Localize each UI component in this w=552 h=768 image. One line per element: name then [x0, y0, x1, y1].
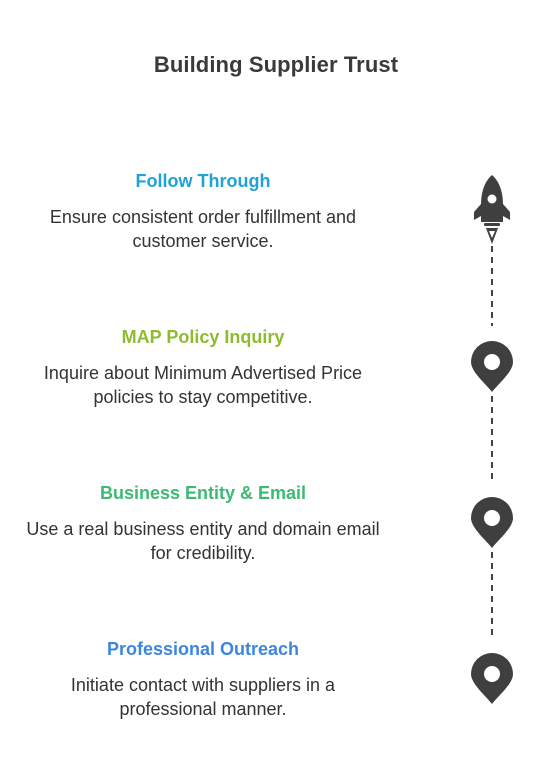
step-description: Use a real business entity and domain em… [26, 519, 380, 563]
rocket-icon [474, 175, 510, 244]
step-description: Inquire about Minimum Advertised Price p… [43, 363, 363, 407]
page-title: Building Supplier Trust [153, 52, 399, 77]
step-map-policy-inquiry: MAP Policy Inquiry Inquire about Minimum… [22, 326, 384, 409]
map-pin-icon [471, 653, 513, 704]
step-follow-through: Follow Through Ensure consistent order f… [22, 170, 384, 253]
map-pin-icon [471, 341, 513, 392]
step-business-entity-email: Business Entity & Email Use a real busin… [22, 482, 384, 565]
step-description: Ensure consistent order fulfillment and … [49, 207, 357, 251]
step-title: MAP Policy Inquiry [121, 327, 285, 347]
step-title: Business Entity & Email [99, 483, 307, 503]
map-pin-icon [471, 497, 513, 548]
step-description: Initiate contact with suppliers in a pro… [70, 675, 336, 719]
step-title: Follow Through [135, 171, 271, 191]
step-professional-outreach: Professional Outreach Initiate contact w… [22, 638, 384, 721]
step-title: Professional Outreach [106, 639, 300, 659]
